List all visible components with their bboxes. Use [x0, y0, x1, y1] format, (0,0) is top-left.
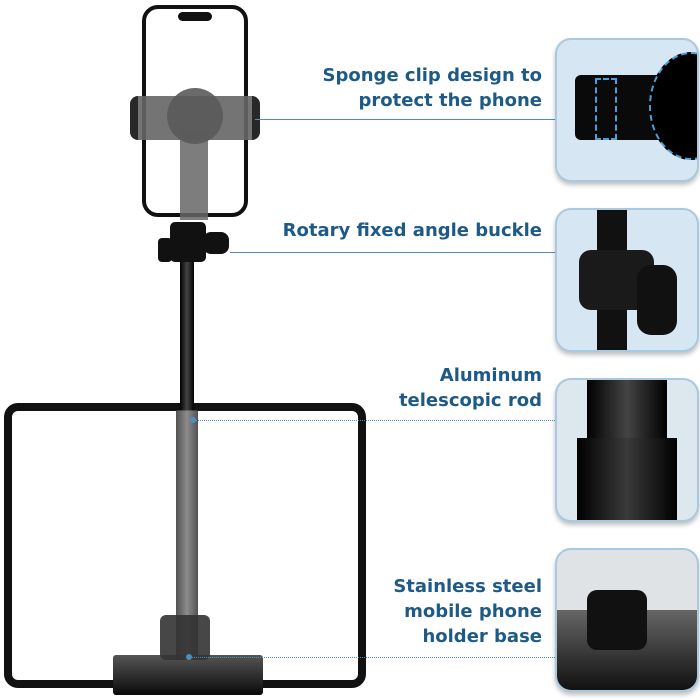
rod-joint [160, 615, 210, 660]
telescopic-rod-upper [180, 250, 194, 410]
label-line: Rotary fixed angle buckle [282, 220, 542, 241]
callout-dot-4 [186, 654, 192, 660]
label-line: holder base [422, 626, 542, 647]
callout-steel-base: Stainless steel mobile phone holder base [393, 574, 542, 649]
holder-detail [587, 590, 647, 650]
label-line: telescopic rod [398, 390, 542, 411]
rotary-buckle [170, 222, 206, 262]
sponge-pad [595, 78, 617, 140]
detail-panel-buckle [555, 208, 699, 352]
label-line: Stainless steel [393, 576, 542, 597]
callout-aluminum-rod: Aluminum telescopic rod [399, 363, 542, 413]
phone-neck [180, 130, 208, 220]
detail-panel-clip [555, 38, 699, 182]
telescopic-rod-lower [176, 410, 198, 660]
detail-panel-base [555, 548, 699, 692]
rod-collar-detail [577, 438, 677, 520]
knob-detail [637, 265, 677, 335]
callout-line-1 [255, 119, 555, 120]
phone-notch [178, 12, 212, 21]
callout-sponge-clip: Sponge clip design to protect the phone [323, 63, 542, 113]
label-line: mobile phone [404, 601, 542, 622]
ball-joint [158, 238, 172, 262]
buckle-knob [203, 232, 229, 254]
stand-base [113, 655, 263, 695]
clip-disc [649, 52, 697, 160]
detail-panel-rod [555, 378, 699, 522]
clip-hub [167, 88, 223, 144]
label-line: protect the phone [358, 90, 542, 111]
callout-dot-3 [190, 417, 196, 423]
callout-line-2 [230, 252, 555, 253]
label-line: Sponge clip design to [322, 65, 542, 86]
callout-line-3 [192, 420, 555, 421]
callout-rotary-buckle: Rotary fixed angle buckle [283, 218, 542, 243]
label-line: Aluminum [439, 365, 542, 386]
rod-upper-detail [587, 380, 667, 440]
callout-line-4 [190, 657, 555, 658]
